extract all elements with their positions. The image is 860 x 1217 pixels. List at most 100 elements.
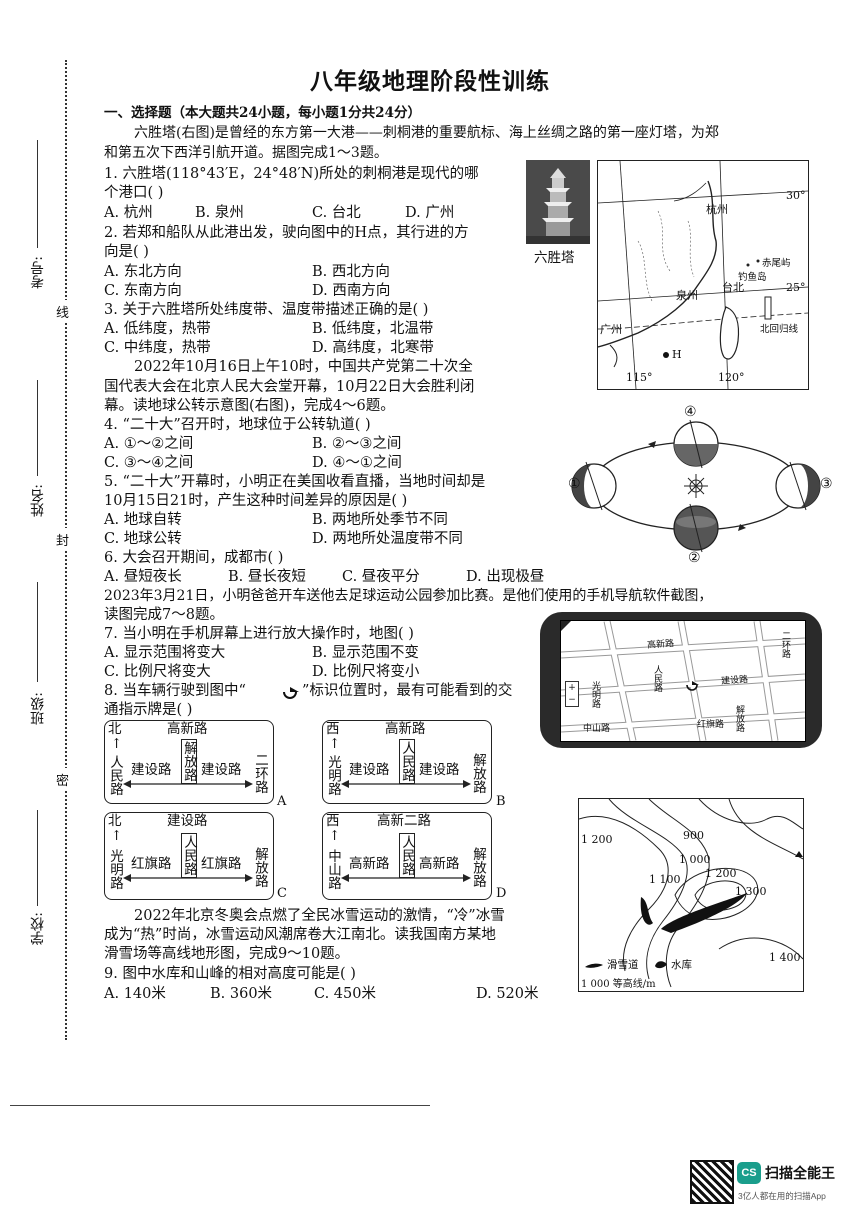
q4-option-d: D. ④～①之间 bbox=[312, 455, 402, 471]
phone-road-jianshe: 建设路 bbox=[720, 675, 749, 687]
sign-c-road-arrow-icon bbox=[123, 874, 253, 882]
intro2-line2: 国代表大会在北京人民大会堂开幕，10月22日大会胜利闭 bbox=[104, 379, 475, 395]
reservoir-icon bbox=[655, 961, 667, 969]
page-title: 八年级地理阶段性训练 bbox=[310, 68, 550, 95]
q9-option-b: B. 360米 bbox=[210, 986, 273, 1002]
tower-caption: 六胜塔 bbox=[534, 250, 575, 266]
q9-option-c: C. 450米 bbox=[314, 986, 376, 1002]
q2-option-b: B. 西北方向 bbox=[312, 264, 390, 280]
lat-25-label: 25° bbox=[786, 281, 806, 294]
phone-road-erhuan: 二环路 bbox=[780, 631, 790, 658]
phone-road-jiefang: 解放路 bbox=[734, 705, 744, 732]
phone-map-svg bbox=[561, 621, 805, 741]
contour-label-1400: 1 400 bbox=[769, 951, 801, 964]
lon-120-label: 120° bbox=[718, 371, 745, 384]
sign-d-right-road: 解放路 bbox=[470, 847, 486, 888]
q5-option-a: A. 地球自转 bbox=[104, 512, 182, 528]
q7-stem: 7. 当小明在手机屏幕上进行放大操作时，地图( ) bbox=[104, 626, 414, 642]
q5-stem-1: 5. “二十大”开幕时，小明正在美国收看直播，当地时间却是 bbox=[104, 474, 486, 490]
q1-stem-1: 1. 六胜塔(118°43′E，24°48′N)所处的刺桐港是现代的哪 bbox=[104, 166, 479, 182]
tower-photo bbox=[526, 160, 590, 244]
q2-stem-2: 向是( ) bbox=[104, 244, 149, 260]
phone-map-screen[interactable]: 高新路 建设路 人民路 光明路 中山路 解放路 红旗路 二环路 +− bbox=[560, 620, 806, 742]
ski-run-icon bbox=[585, 963, 603, 968]
q4-stem: 4. “二十大”召开时，地球位于公转轨道( ) bbox=[104, 417, 371, 433]
seal-mark-secret: 密 bbox=[56, 768, 70, 791]
zoom-control[interactable]: +− bbox=[565, 681, 579, 707]
intro1-line1: 六胜塔(右图)是曾经的东方第一大港——刺桐港的重要航标、海上丝绸之路的第一座灯塔… bbox=[134, 125, 719, 141]
sign-c-direction: 北 bbox=[108, 813, 122, 829]
q5-stem-2: 10月15日21时，产生这种时间差异的原因是( ) bbox=[104, 493, 408, 509]
q8-stem-1a: 8. 当车辆行驶到图中“ bbox=[104, 683, 246, 699]
q3-option-d: D. 高纬度，北寒带 bbox=[312, 340, 434, 356]
q4-option-c: C. ③～④之间 bbox=[104, 455, 194, 471]
phone-road-zhongshan: 中山路 bbox=[583, 724, 611, 734]
orbit-label-2: ② bbox=[688, 550, 701, 566]
h-point-label: H bbox=[672, 348, 682, 361]
q1-stem-2: 个港口( ) bbox=[104, 185, 164, 201]
q7-option-a: A. 显示范围将变大 bbox=[104, 645, 226, 661]
school-line bbox=[37, 810, 38, 906]
sign-c-left-arrow-road: 红旗路 bbox=[131, 856, 172, 872]
contour-map: 1 200 900 1 000 1 100 1 200 1 300 1 400 … bbox=[578, 798, 804, 992]
exam-no-line bbox=[37, 140, 38, 248]
orbit-svg bbox=[571, 419, 821, 553]
sign-b-right-road: 解放路 bbox=[470, 753, 486, 794]
q8-stem-2: 通指示牌是( ) bbox=[104, 702, 193, 718]
contour-label-1000: 1 000 bbox=[679, 853, 711, 866]
sign-a-letter: A bbox=[277, 794, 287, 809]
q4-option-a: A. ①～②之间 bbox=[104, 436, 194, 452]
phone-road-renmin: 人民路 bbox=[652, 665, 662, 692]
q9-option-d: D. 520米 bbox=[476, 986, 539, 1002]
q3-option-b: B. 低纬度，北温带 bbox=[312, 321, 434, 337]
q3-stem: 3. 关于六胜塔所处纬度带、温度带描述正确的是( ) bbox=[104, 302, 429, 318]
q2-option-a: A. 东北方向 bbox=[104, 264, 182, 280]
earth-2-icon bbox=[673, 503, 719, 553]
contour-map-svg bbox=[578, 798, 804, 988]
sign-b-right-arrow-road: 建设路 bbox=[419, 762, 460, 778]
orbit-label-4: ④ bbox=[684, 404, 697, 420]
sign-c-mid-road: 人民路 bbox=[181, 833, 197, 878]
pagoda-icon bbox=[526, 160, 590, 244]
q3-option-a: A. 低纬度，热带 bbox=[104, 321, 211, 337]
sign-c-right-road: 解放路 bbox=[252, 847, 268, 888]
sign-b-mid-road: 人民路 bbox=[399, 739, 415, 784]
legend-reservoir-label: 水库 bbox=[671, 959, 692, 971]
q3-option-c: C. 中纬度，热带 bbox=[104, 340, 211, 356]
sign-d-left-arrow-road: 高新路 bbox=[349, 856, 390, 872]
sign-a-right-arrow-road: 建设路 bbox=[201, 762, 242, 778]
earth-3-icon bbox=[775, 461, 821, 511]
west-arrow-icon-d: ↑ bbox=[329, 828, 341, 844]
car-marker-icon bbox=[283, 687, 299, 699]
quanzhou-label: 泉州 bbox=[676, 289, 698, 302]
q5-option-c: C. 地球公转 bbox=[104, 531, 182, 547]
sign-c: 北 ↑ 建设路 光明路 人民路 红旗路 红旗路 解放路 bbox=[104, 812, 274, 900]
sign-b-direction: 西 bbox=[326, 721, 340, 737]
q2-option-d: D. 西南方向 bbox=[312, 283, 391, 299]
qr-code bbox=[690, 1160, 734, 1204]
q9-stem: 9. 图中水库和山峰的相对高度可能是( ) bbox=[104, 966, 356, 982]
earth-4-icon bbox=[673, 419, 719, 469]
intro3-line1: 2023年3月21日，小明爸爸开车送他去足球运动公园参加比赛。是他们使用的手机导… bbox=[104, 588, 713, 604]
contour-label-1300: 1 300 bbox=[735, 885, 767, 898]
guangzhou-label: 广州 bbox=[600, 323, 622, 336]
tropic-label: 北回归线 bbox=[760, 324, 799, 335]
school-label: 学校: bbox=[30, 912, 46, 945]
footer-rule bbox=[10, 1105, 430, 1106]
sign-d-right-arrow-road: 高新路 bbox=[419, 856, 460, 872]
sign-a-top-road: 高新路 bbox=[167, 721, 208, 737]
sign-a-mid-road: 解放路 bbox=[181, 739, 197, 784]
earth-1-icon bbox=[571, 461, 617, 511]
sign-b-top-road: 高新路 bbox=[385, 721, 426, 737]
intro4-line1: 2022年北京冬奥会点燃了全民冰雪运动的激情，“冷”冰雪 bbox=[134, 908, 505, 924]
phone-road-guangming: 光明路 bbox=[590, 681, 600, 708]
seal-mark-seal: 封 bbox=[56, 528, 70, 551]
sign-d-direction: 西 bbox=[326, 813, 340, 829]
phone-road-gaoxin: 高新路 bbox=[646, 639, 675, 651]
q5-option-b: B. 两地所处季节不同 bbox=[312, 512, 448, 528]
sign-c-letter: C bbox=[277, 886, 287, 901]
contour-label-1200b: 1 200 bbox=[705, 867, 737, 880]
sign-c-top-road: 建设路 bbox=[167, 813, 208, 829]
q9-option-a: A. 140米 bbox=[104, 986, 166, 1002]
hangzhou-label: 杭州 bbox=[706, 203, 728, 216]
